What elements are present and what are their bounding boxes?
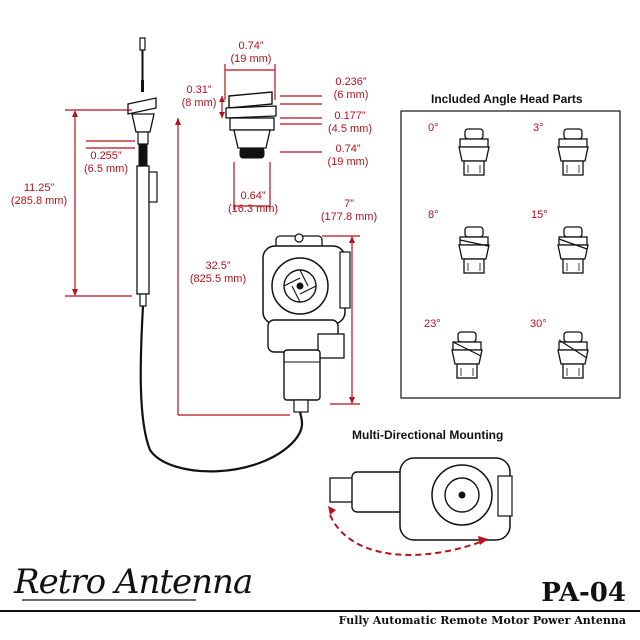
dim-r3-mm: (19 mm) (327, 156, 369, 168)
mounting-title: Multi-Directional Mounting (352, 428, 504, 442)
dim-left-height: 0.31”(8 mm) (176, 84, 222, 110)
angle-part-8 (458, 226, 490, 274)
angle-label-15: 15° (531, 209, 548, 221)
dim-r1: 0.236”(6 mm) (329, 76, 373, 102)
dim-top-width-mm: (19 mm) (230, 53, 272, 65)
dim-mast-dia-mm: (6.5 mm) (84, 163, 128, 175)
dim-r3: 0.74”(19 mm) (323, 143, 373, 169)
dim-r1-mm: (6 mm) (333, 89, 369, 101)
dim-r1-in: 0.236” (335, 76, 367, 88)
angle-label-23: 23° (424, 318, 441, 330)
motor-unit (262, 233, 351, 413)
rotation-arrow (329, 514, 487, 556)
dim-r2: 0.177”(4.5 mm) (322, 110, 378, 136)
dim-r3-in: 0.74” (335, 143, 361, 155)
brand-logo: Retro Antenna (14, 562, 253, 602)
footer-divider (0, 610, 640, 612)
dim-motor-w-mm: (177.8 mm) (320, 211, 378, 223)
dim-mast-diameter: 0.255”(6.5 mm) (80, 150, 132, 176)
dimension-lines (65, 64, 360, 416)
drain-cable (139, 305, 304, 473)
dim-bottom-in: 0.64” (240, 190, 266, 202)
dim-mast-len-in: 11.25” (23, 182, 55, 194)
dim-left-height-mm: (8 mm) (181, 97, 217, 109)
model-number: PA-04 (541, 578, 626, 608)
angle-label-30: 30° (530, 318, 547, 330)
antenna-mast (127, 37, 158, 307)
angle-part-23 (451, 331, 483, 379)
dim-mast-length: 11.25”(285.8 mm) (6, 182, 72, 208)
dim-mast-dia-in: 0.255” (90, 150, 122, 162)
dim-cable: 32.5”(825.5 mm) (182, 260, 254, 286)
angle-label-0: 0° (428, 122, 439, 134)
dim-left-height-in: 0.31” (186, 84, 212, 96)
dim-cable-mm: (825.5 mm) (189, 273, 247, 285)
angle-head-detail (225, 91, 277, 159)
mounting-motor (329, 457, 513, 541)
angle-part-30 (557, 331, 589, 379)
dim-top-width-in: 0.74” (238, 40, 264, 52)
angle-part-15 (557, 226, 589, 274)
angle-parts-title: Included Angle Head Parts (431, 92, 583, 106)
dim-top-width: 0.74”(19 mm) (228, 40, 274, 66)
dim-cable-in: 32.5” (205, 260, 231, 272)
product-tagline: Fully Automatic Remote Motor Power Anten… (338, 614, 626, 627)
angle-label-8: 8° (428, 209, 439, 221)
dim-r2-in: 0.177” (334, 110, 366, 122)
dim-bottom-mm: (16.3 mm) (227, 203, 279, 215)
dim-bottom: 0.64”(16.3 mm) (220, 190, 286, 216)
dim-mast-len-mm: (285.8 mm) (10, 195, 68, 207)
dim-motor-width: 7”(177.8 mm) (314, 198, 384, 224)
angle-label-3: 3° (533, 122, 544, 134)
dim-r2-mm: (4.5 mm) (328, 123, 372, 135)
dim-motor-w-in: 7” (344, 198, 354, 210)
